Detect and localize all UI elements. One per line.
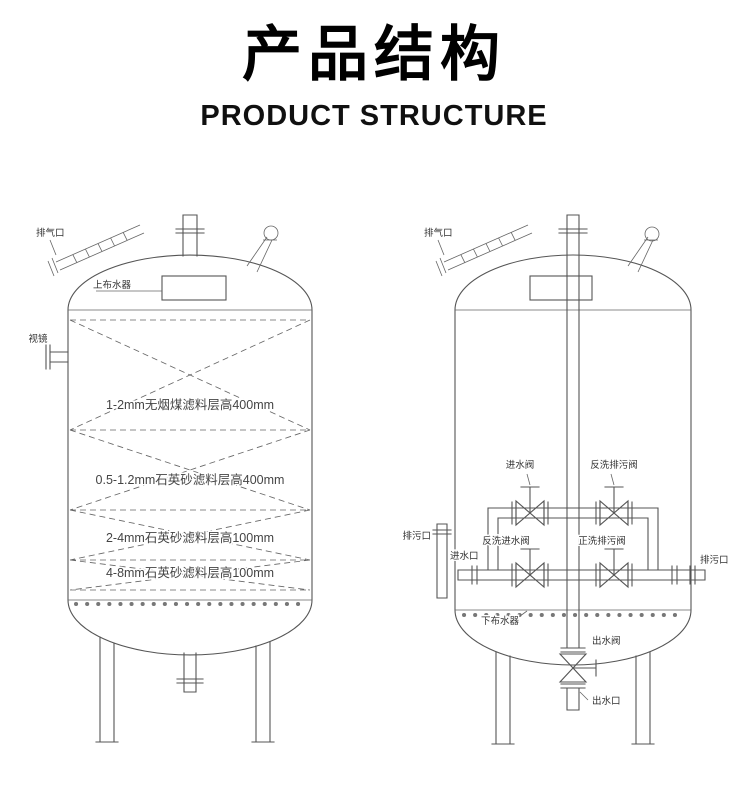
outlet-valve-label: 出水阀 [592, 635, 621, 647]
upper-distributor-box [161, 275, 227, 301]
left-tank-shell [67, 254, 313, 656]
davit-icon [627, 226, 660, 273]
backwash-inlet-valve-label: 反洗进水阀 [482, 535, 530, 547]
lower-manifold-pipe [457, 565, 706, 585]
right-tank-seams [455, 309, 691, 611]
page-subtitle: PRODUCT STRUCTURE [200, 100, 548, 132]
lower-distributor-leader [515, 610, 528, 620]
backwash-drain-valve-label: 反洗排污阀 [590, 459, 638, 471]
right-vent-label: 排气口 [424, 227, 453, 239]
bottom-nozzle [176, 652, 204, 693]
central-riser-pipe [558, 214, 588, 711]
outlet-port-label: 出水口 [592, 695, 621, 707]
rinse-drain-valve-label: 正洗排污阀 [578, 535, 626, 547]
vent-ladder-icon [435, 224, 533, 277]
manhole-box [529, 275, 593, 301]
vent-ladder-icon [47, 224, 145, 277]
right-tank-diagram: 排气口 进水阀 反洗排污阀 反洗进水阀 [401, 214, 730, 745]
page-header: 产品结构 PRODUCT STRUCTURE [0, 0, 748, 192]
media-layer-2-label: 0.5-1.2mm石英砂滤料层高400mm [96, 472, 285, 487]
outlet-port-leader [579, 691, 589, 701]
right-tank-legs [491, 651, 655, 745]
inlet-valve-label: 进水阀 [506, 459, 535, 471]
page-title: 产品结构 [242, 21, 506, 88]
sight-glass-nozzle [45, 344, 69, 370]
drain-port-label: 排污口 [402, 530, 431, 542]
sight-glass-label: 视镜 [28, 333, 48, 345]
top-nozzle [175, 214, 205, 257]
left-tank-seams [68, 309, 312, 601]
valve-backwash-inlet [511, 548, 549, 589]
valve-rinse-drain [595, 548, 633, 589]
valve-backwash-drain [595, 473, 633, 527]
lower-distributor-label: 下布水器 [481, 615, 520, 627]
inlet-port-label: 进水口 [450, 550, 479, 562]
right-drain-port-label: 排污口 [700, 554, 729, 566]
right-tank-shell [454, 254, 692, 666]
product-structure-drawing: 排气口 上布水器 视镜 1-2mm无烟煤滤料层高400mm 0.5-1.2mm石… [27, 214, 730, 745]
media-layer-4-label: 4-8mm石英砂滤料层高100mm [106, 565, 274, 580]
upper-distributor-label: 上布水器 [93, 279, 132, 291]
left-tank-legs [95, 636, 275, 743]
media-layer-1-label: 1-2mm无烟煤滤料层高400mm [106, 397, 274, 412]
left-vent-label: 排气口 [36, 227, 65, 239]
drain-standpipe [432, 523, 452, 599]
media-layer-lines [69, 319, 311, 591]
davit-icon [246, 225, 279, 273]
left-tank-diagram: 排气口 上布水器 视镜 1-2mm无烟煤滤料层高400mm 0.5-1.2mm石… [27, 214, 313, 743]
media-layer-3-label: 2-4mm石英砂滤料层高100mm [106, 530, 274, 545]
valve-outlet [558, 647, 597, 689]
upper-manifold-pipe [487, 507, 659, 571]
valve-inlet [511, 473, 549, 527]
